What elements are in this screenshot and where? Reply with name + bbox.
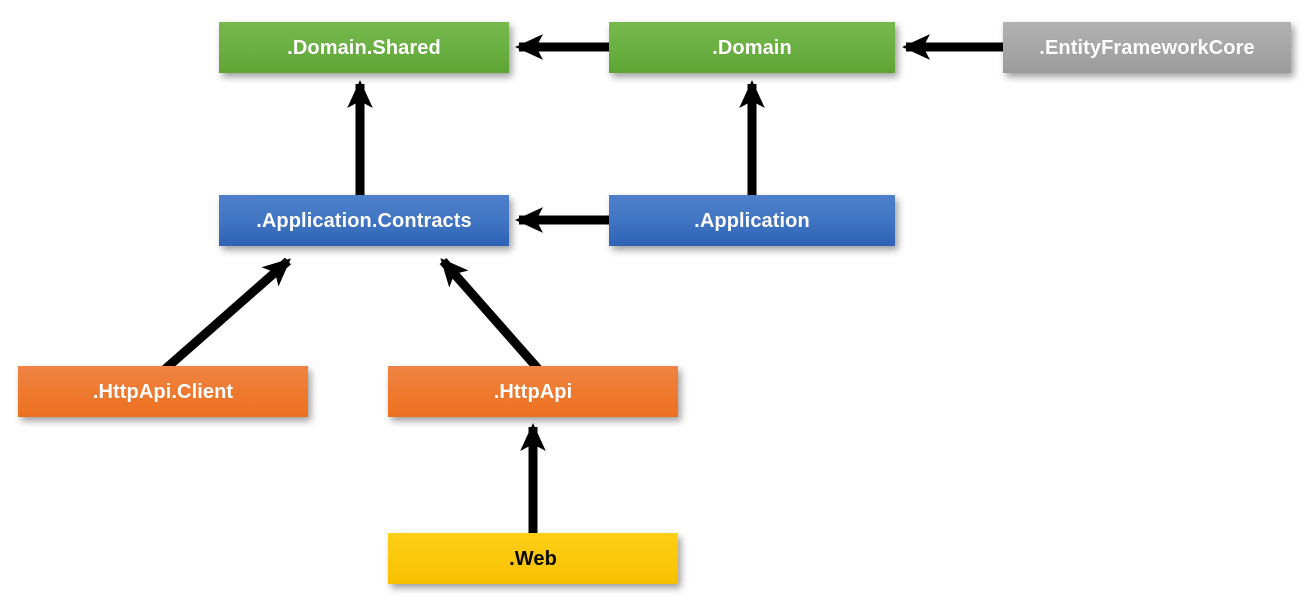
node-web[interactable]: .Web	[388, 533, 678, 584]
node-application-contracts[interactable]: .Application.Contracts	[219, 195, 509, 246]
node-domain[interactable]: .Domain	[609, 22, 895, 73]
node-application-label: .Application	[694, 209, 810, 232]
node-application-contracts-label: .Application.Contracts	[256, 209, 472, 232]
edge-httpapi-to-application-contracts	[439, 258, 544, 374]
node-httpapi-client-label: .HttpApi.Client	[92, 380, 234, 403]
node-domain-label: .Domain	[712, 36, 792, 59]
node-entity-framework-core[interactable]: .EntityFrameworkCore	[1003, 22, 1291, 73]
node-httpapi-client[interactable]: .HttpApi.Client	[18, 366, 308, 417]
node-httpapi-label: .HttpApi	[493, 380, 573, 403]
node-web-label: .Web	[509, 547, 557, 570]
node-application[interactable]: .Application	[609, 195, 895, 246]
node-httpapi[interactable]: .HttpApi	[388, 366, 678, 417]
node-domain-shared-label: .Domain.Shared	[287, 36, 441, 59]
node-domain-shared[interactable]: .Domain.Shared	[219, 22, 509, 73]
node-entity-framework-core-label: .EntityFrameworkCore	[1039, 36, 1255, 59]
edge-httpapi-client-to-application-contracts	[160, 257, 291, 375]
